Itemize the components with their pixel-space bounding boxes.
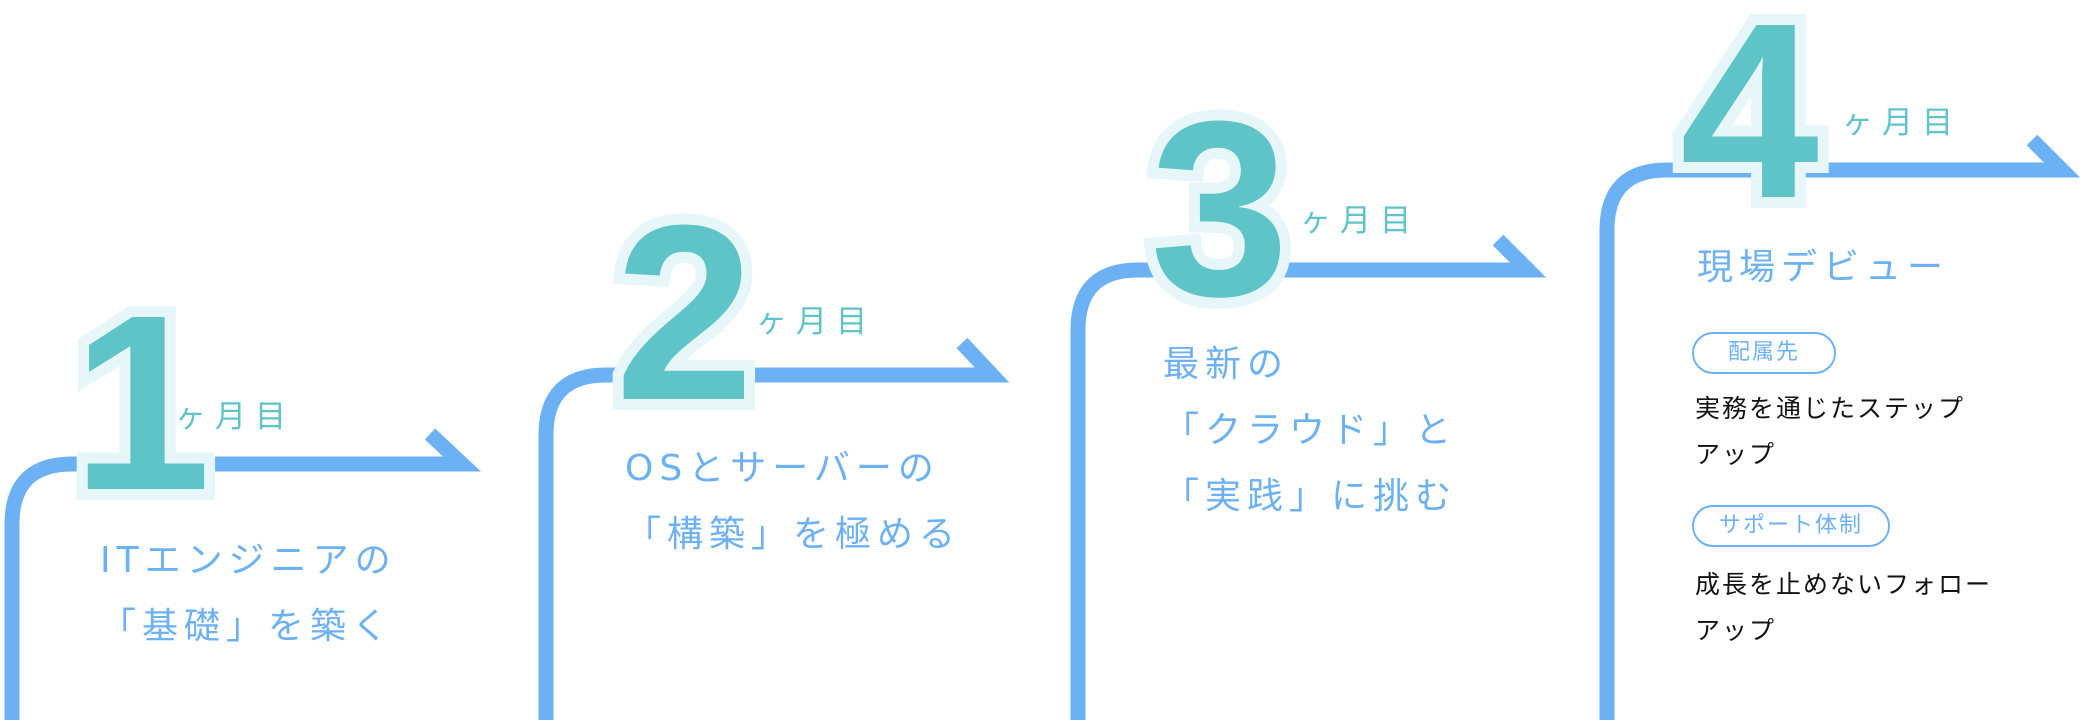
heading-line: ITエンジニアの: [100, 540, 397, 581]
step-1-heading: ITエンジニアの 「基礎」を築く: [100, 528, 397, 660]
heading-line: 「基礎」を築く: [100, 606, 395, 647]
heading-line: OSとサーバーの: [625, 448, 940, 489]
heading-line: 「構築」を極める: [625, 514, 962, 555]
heading-line: 最新の: [1163, 344, 1290, 385]
step-2-unit: ヶ月目: [756, 304, 876, 340]
step-1-arrow: [4, 428, 481, 720]
body-line: 成長を止めないフォロー: [1695, 570, 1993, 599]
step-4-arrow: [1599, 134, 2081, 720]
heading-line: 「実践」に挑む: [1163, 476, 1458, 517]
step-3-heading: 最新の 「クラウド」と 「実践」に挑む: [1163, 332, 1457, 530]
heading-line: 現場デビュー: [1697, 247, 1950, 288]
assignment-text: 実務を通じたステップ アップ: [1695, 386, 1965, 478]
body-line: 実務を通じたステップ: [1695, 394, 1966, 423]
step-3-arrow: [1070, 234, 1547, 720]
support-text: 成長を止めないフォロー アップ: [1695, 562, 1992, 654]
body-line: アップ: [1695, 440, 1777, 469]
step-3-number: 3: [1139, 69, 1300, 348]
step-2-arrow: [538, 337, 1010, 720]
step-4-unit: ヶ月目: [1842, 105, 1962, 141]
heading-line: 「クラウド」と: [1163, 410, 1458, 451]
badge-support: サポート体制: [1692, 505, 1890, 547]
step-4-heading: 現場デビュー: [1697, 235, 1949, 301]
step-4-number: 4: [1669, 0, 1830, 250]
step-1-unit: ヶ月目: [175, 399, 295, 435]
step-2-number: 2: [604, 173, 765, 452]
badge-assignment: 配属先: [1692, 332, 1836, 374]
step-2-heading: OSとサーバーの 「構築」を極める: [625, 436, 961, 568]
body-line: アップ: [1695, 616, 1777, 645]
step-1-number: 1: [61, 263, 222, 542]
step-3-unit: ヶ月目: [1300, 203, 1420, 239]
